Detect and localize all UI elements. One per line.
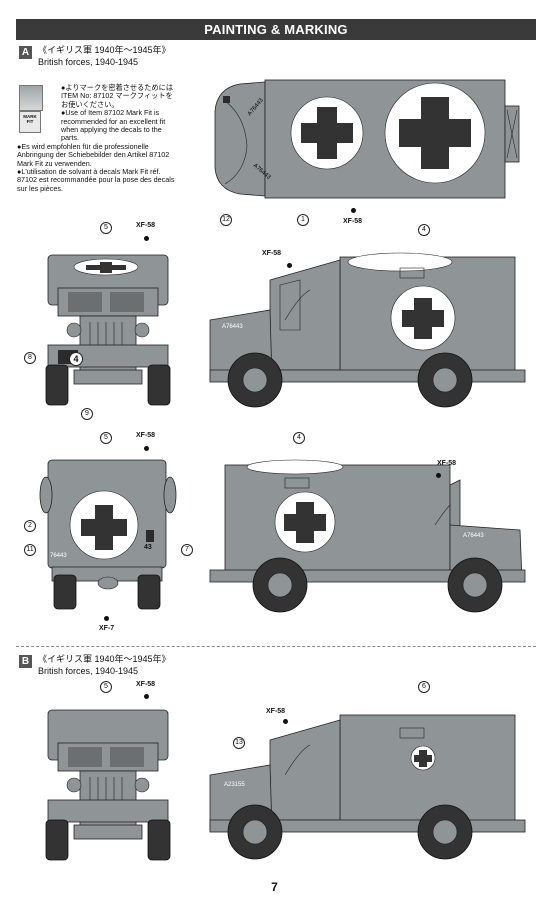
rear-tag-number: 43 — [144, 544, 152, 551]
paint-dot — [144, 446, 149, 451]
callout-13: 13 — [233, 737, 245, 749]
reg-a-right: A76443 — [463, 533, 484, 539]
paint-xf58-a-front: XF-58 — [136, 222, 156, 229]
paint-xf58-b-side: XF-58 — [266, 708, 286, 715]
callout-6: 6 — [418, 681, 430, 693]
section-a-title-en: British forces, 1940-1945 — [38, 57, 139, 67]
paint-xf58-a-right: XF-58 — [437, 460, 457, 467]
paint-xf58-b-front: XF-58 — [136, 681, 156, 688]
callout-1: 1 — [297, 214, 309, 226]
callout-12: 12 — [220, 214, 232, 226]
callout-5: 5 — [100, 222, 112, 234]
vehicle-a-front-view — [45, 254, 171, 406]
paint-xf7: XF-7 — [99, 625, 115, 632]
paint-dot — [144, 236, 149, 241]
callout-8: 8 — [24, 352, 36, 364]
paint-xf58-a-side: XF-58 — [262, 250, 282, 257]
vehicle-a-top-view: A76443 A76443 — [214, 79, 520, 199]
callout-5-b: 5 — [100, 681, 112, 693]
vehicle-b-front-view — [45, 709, 171, 861]
section-a-badge: A — [19, 46, 32, 59]
callout-2: 2 — [24, 520, 36, 532]
note-de: ●Es wird empfohlen für die professionell… — [17, 141, 170, 168]
decal-note: ●よりマークを密着させるためにはITEM No: 87102 マークフィットをお… — [17, 83, 177, 193]
paint-dot — [436, 473, 441, 478]
reg-a-side: A76443 — [222, 324, 243, 330]
paint-dot — [144, 694, 149, 699]
callout-4: 4 — [418, 224, 430, 236]
section-b-badge: B — [19, 655, 32, 668]
callout-4-right: 4 — [293, 432, 305, 444]
vehicle-a-left-side-view: A76443 — [209, 252, 526, 408]
paint-dot — [287, 263, 292, 268]
callout-9: 9 — [81, 408, 93, 420]
reg-a-rear: 76443 — [50, 553, 67, 559]
section-divider — [16, 646, 536, 647]
paint-dot — [283, 719, 288, 724]
callout-5-rear: 5 — [100, 432, 112, 444]
plate-front-number: 4 — [69, 352, 83, 366]
page-header: PAINTING & MARKING — [16, 19, 536, 40]
note-jp: ●よりマークを密着させるためにはITEM No: 87102 マークフィットをお… — [61, 83, 174, 109]
vehicle-a-right-side-view: A76443 — [209, 459, 526, 613]
section-b-title-en: British forces, 1940-1945 — [38, 666, 139, 676]
vehicle-a-rear-view: 76443 — [39, 459, 177, 610]
section-a-title-jp: 《イギリス軍 1940年〜1945年》 — [38, 45, 171, 55]
paint-dot — [351, 208, 356, 213]
note-en: ●Use of Item 87102 Mark Fit is recommend… — [61, 108, 166, 143]
vehicle-b-side-view: A23155 — [209, 714, 526, 860]
callout-7: 7 — [181, 544, 193, 556]
page-number: 7 — [271, 880, 278, 894]
paint-xf58-a-rear: XF-58 — [136, 432, 156, 439]
mark-fit-icon: MARK FIT — [19, 111, 41, 133]
paint-xf58-a-top: XF-58 — [343, 218, 363, 225]
paint-dot — [104, 616, 109, 621]
note-fr: ●L'utilisation de solvant à decals Mark … — [17, 167, 175, 193]
callout-11: 11 — [24, 544, 36, 556]
paint-bottle-icon — [19, 85, 43, 111]
reg-b-side: A23155 — [224, 782, 245, 788]
section-b-title-jp: 《イギリス軍 1940年〜1945年》 — [38, 654, 171, 664]
